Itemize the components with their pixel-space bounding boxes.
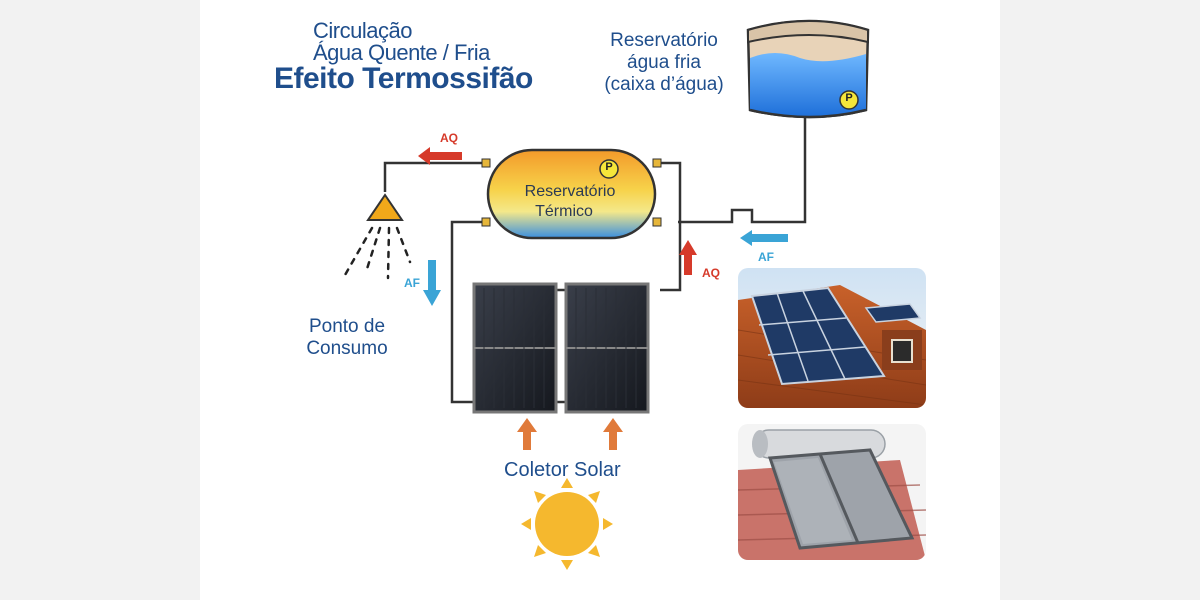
sunlight-arrow xyxy=(517,418,537,450)
thermal-tank-badge: P xyxy=(605,161,613,173)
shower-icon xyxy=(343,193,412,280)
flow-arrows xyxy=(418,147,788,450)
title-line-1: Circulação xyxy=(313,18,412,43)
cold-flow-arrow-left xyxy=(740,230,788,246)
cold-tank-label-3: (caixa d’água) xyxy=(604,74,724,95)
title-main: Efeito Termossifão xyxy=(274,62,533,95)
solar-collector-panels xyxy=(472,282,650,414)
cold-pipe-to-collectors xyxy=(450,220,488,404)
photo-roof-panels xyxy=(738,268,926,408)
thermal-tank xyxy=(481,148,662,240)
photo-collector-boiler xyxy=(738,424,926,560)
hot-pipe-from-collectors xyxy=(655,161,682,292)
cold-water-tank xyxy=(746,19,870,119)
cold-tank-label-1: Reservatório xyxy=(610,30,718,51)
thermal-tank-label-2: Térmico xyxy=(535,203,593,220)
af-left-label: AF xyxy=(404,276,420,290)
pipes xyxy=(383,118,807,404)
pressure-badge-icon xyxy=(839,90,859,110)
aq-right-label: AQ xyxy=(702,266,720,280)
title-line-2: Água Quente / Fria xyxy=(313,40,490,65)
sunlight-arrow xyxy=(603,418,623,450)
cold-tank-badge: P xyxy=(845,92,853,104)
consumption-label-2: Consumo xyxy=(306,338,388,359)
aq-top-label: AQ xyxy=(440,131,458,145)
pressure-badge-icon xyxy=(599,159,619,179)
af-right-label: AF xyxy=(758,250,774,264)
cold-tank-label-2: água fria xyxy=(627,52,701,73)
hot-flow-arrow-left xyxy=(418,147,462,165)
hot-pipe-to-consumption xyxy=(383,161,488,192)
solar-collector-label: Coletor Solar xyxy=(504,459,621,481)
hot-flow-arrow-up xyxy=(679,240,697,275)
cold-pipe-from-cold-tank xyxy=(690,118,807,224)
cold-flow-arrow-down xyxy=(423,260,441,306)
thermal-tank-label-1: Reservatório xyxy=(524,183,616,200)
consumption-label-1: Ponto de xyxy=(308,316,386,337)
sun-icon xyxy=(521,478,613,570)
